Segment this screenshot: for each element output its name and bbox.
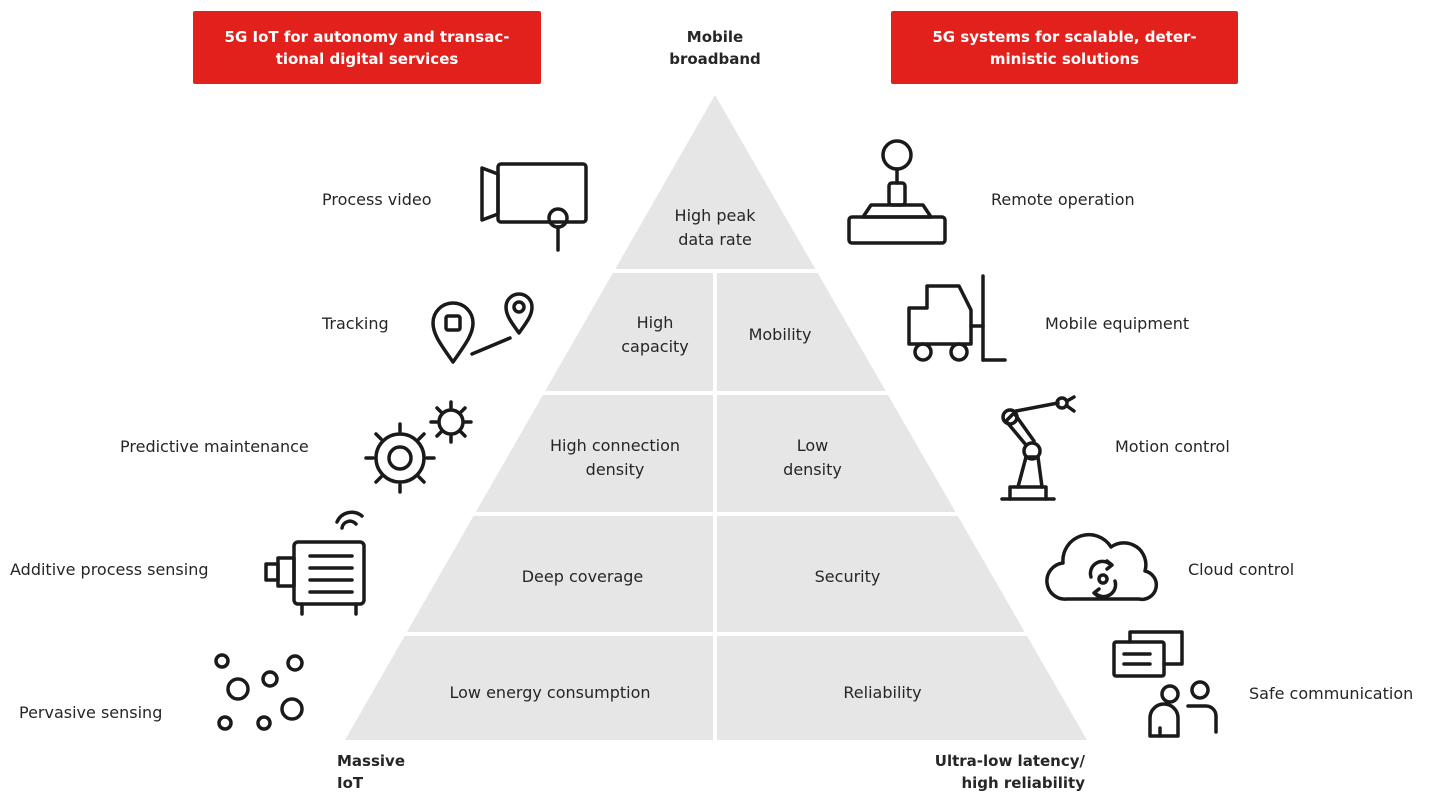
cell-reliability: Reliability <box>780 679 985 707</box>
cell-high-peak-data-rate: High peak data rate <box>625 200 805 256</box>
sensor-dots-icon <box>208 647 318 746</box>
cell-row2-left-line1: High <box>636 313 674 332</box>
banner-right-line2: ministic solutions <box>989 49 1140 68</box>
corner-right-label: Ultra-low latency/ high reliability <box>880 750 1085 794</box>
joystick-icon <box>845 135 955 254</box>
video-camera-icon <box>478 158 593 262</box>
label-tracking: Tracking <box>322 314 389 333</box>
gears-icon <box>364 400 481 499</box>
label-safe-communication: Safe communication <box>1249 684 1414 703</box>
label-cloud-control: Cloud control <box>1188 560 1295 579</box>
cell-row2-left-line2: capacity <box>621 337 689 356</box>
cell-row2-right-line1: Mobility <box>748 325 812 344</box>
banner-left-line2: tional digital services <box>275 49 459 68</box>
cell-row3-left-line1: High connection <box>549 436 680 455</box>
robot-arm-icon <box>992 395 1082 509</box>
label-pervasive-sensing: Pervasive sensing <box>19 703 163 722</box>
cell-row5-right-line1: Reliability <box>843 683 922 702</box>
cell-row4-left-line1: Deep coverage <box>521 567 644 586</box>
cloud-sync-icon <box>1045 525 1160 614</box>
cell-high-capacity: High capacity <box>590 307 720 363</box>
banner-iot-autonomy: 5G IoT for autonomy and transac- tional … <box>193 11 541 84</box>
label-process-video: Process video <box>322 190 432 209</box>
cell-row3-left-line2: density <box>585 460 645 479</box>
cell-deep-coverage: Deep coverage <box>470 563 695 591</box>
label-mobile-equipment: Mobile equipment <box>1045 314 1190 333</box>
corner-left-line1: Massive <box>337 752 405 770</box>
apex-label: Mobile broadband <box>645 26 785 70</box>
cell-low-density: Low density <box>735 430 890 486</box>
banner-right-line1: 5G systems for scalable, deter- <box>932 27 1197 46</box>
people-chat-icon <box>1110 628 1225 747</box>
cell-row4-right-line1: Security <box>814 567 881 586</box>
cell-row3-right-line1: Low <box>796 436 829 455</box>
corner-left-label: Massive IoT <box>337 750 405 794</box>
corner-right-line2: high reliability <box>961 774 1085 792</box>
cell-row3-right-line2: density <box>783 460 842 479</box>
cell-security: Security <box>760 563 935 591</box>
location-pins-icon <box>428 288 543 372</box>
cell-row5-left-line1: Low energy consumption <box>449 683 651 702</box>
corner-left-line2: IoT <box>337 774 364 792</box>
label-additive-process-sensing: Additive process sensing <box>10 560 209 579</box>
motor-sensor-icon <box>262 510 377 623</box>
cell-apex-line2: data rate <box>678 230 752 249</box>
label-predictive-maintenance: Predictive maintenance <box>120 437 309 456</box>
apex-label-line1: Mobile <box>686 28 744 46</box>
banner-left-line1: 5G IoT for autonomy and transac- <box>224 27 510 46</box>
cell-mobility: Mobility <box>715 307 845 363</box>
corner-right-line1: Ultra-low latency/ <box>934 752 1085 770</box>
cell-high-connection-density: High connection density <box>520 430 710 486</box>
apex-label-line2: broadband <box>669 50 761 68</box>
cell-low-energy-consumption: Low energy consumption <box>410 679 690 707</box>
label-remote-operation: Remote operation <box>991 190 1135 209</box>
forklift-icon <box>905 272 1010 371</box>
label-motion-control: Motion control <box>1115 437 1230 456</box>
banner-scalable-systems: 5G systems for scalable, deter- ministic… <box>891 11 1238 84</box>
cell-apex-line1: High peak <box>674 206 756 225</box>
